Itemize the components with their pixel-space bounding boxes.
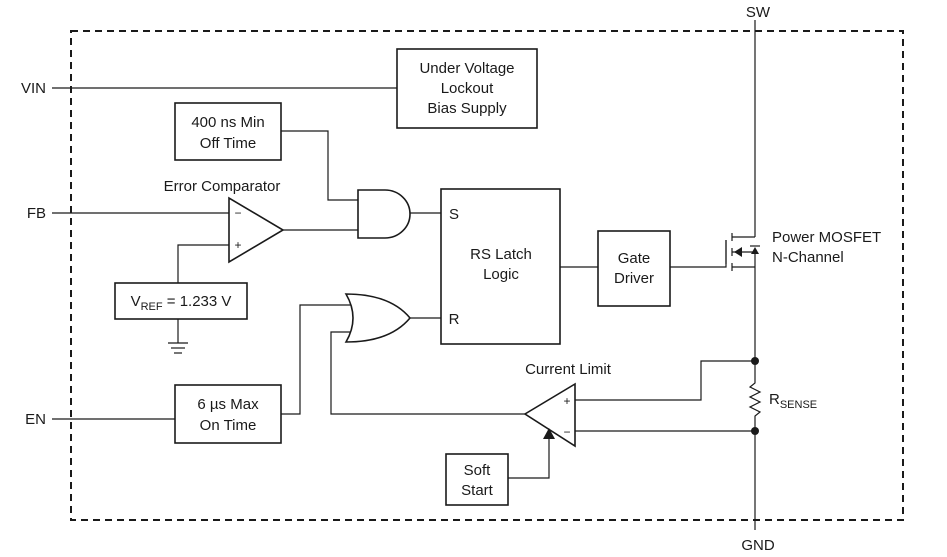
power-mosfet-icon	[725, 230, 760, 274]
mosfet-label-line-1: Power MOSFET	[772, 229, 881, 246]
vref-sub: REF	[141, 301, 163, 313]
junction-dot-bottom	[751, 427, 759, 435]
mosfet-label-line-2: N-Channel	[772, 249, 844, 266]
latch-r-input: R	[449, 311, 460, 328]
error-comparator-minus: −	[234, 206, 241, 220]
min-off-line-2: Off Time	[200, 135, 256, 152]
soft-start-block: Soft Start	[445, 453, 509, 506]
error-comparator-plus: +	[234, 238, 241, 252]
or-gate	[344, 293, 412, 343]
rsense-label: RSENSE	[769, 391, 817, 411]
uvlo-line-2: Lockout	[441, 80, 494, 97]
max-on-time-block: 6 µs Max On Time	[174, 384, 282, 444]
rsense-resistor-icon	[748, 378, 762, 420]
gate-driver-block: Gate Driver	[597, 230, 671, 307]
gate-driver-line-2: Driver	[614, 270, 654, 287]
min-off-time-block: 400 ns Min Off Time	[174, 102, 282, 161]
current-limit-plus: +	[563, 394, 570, 408]
junction-dot-top	[751, 357, 759, 365]
pin-gnd-label: GND	[741, 537, 775, 554]
vref-block: VREF = 1.233 V	[114, 282, 248, 320]
gate-driver-line-1: Gate	[618, 250, 651, 267]
current-limit-minus: −	[563, 425, 570, 439]
vref-value: = 1.233 V	[163, 293, 232, 310]
pin-sw-label: SW	[746, 4, 771, 21]
rs-latch-line-2: Logic	[483, 266, 519, 283]
error-comparator-label: Error Comparator	[164, 178, 281, 195]
ground-icon	[168, 342, 188, 354]
current-limit-comparator: Current Limit + −	[523, 361, 612, 448]
uvlo-block: Under Voltage Lockout Bias Supply	[396, 48, 538, 129]
min-off-line-1: 400 ns Min	[191, 114, 264, 131]
rs-latch-block: S R RS Latch Logic	[440, 188, 561, 345]
rs-latch-line-1: RS Latch	[470, 246, 532, 263]
soft-start-line-1: Soft	[464, 462, 492, 479]
vref-label: VREF = 1.233 V	[131, 293, 232, 313]
rsense-sub: SENSE	[780, 399, 817, 411]
pin-en-label: EN	[25, 411, 46, 428]
uvlo-line-3: Bias Supply	[427, 100, 507, 117]
error-comparator: Error Comparator − +	[164, 178, 285, 264]
pin-fb-label: FB	[27, 205, 46, 222]
uvlo-line-1: Under Voltage	[419, 60, 514, 77]
soft-start-line-2: Start	[461, 482, 494, 499]
max-on-line-2: On Time	[200, 417, 257, 434]
and-gate	[357, 189, 411, 239]
current-limit-label: Current Limit	[525, 361, 612, 378]
rsense-r: R	[769, 391, 780, 408]
max-on-line-1: 6 µs Max	[197, 396, 259, 413]
latch-s-input: S	[449, 206, 459, 223]
pin-vin-label: VIN	[21, 80, 46, 97]
vref-v: V	[131, 293, 141, 310]
wires	[52, 20, 756, 530]
